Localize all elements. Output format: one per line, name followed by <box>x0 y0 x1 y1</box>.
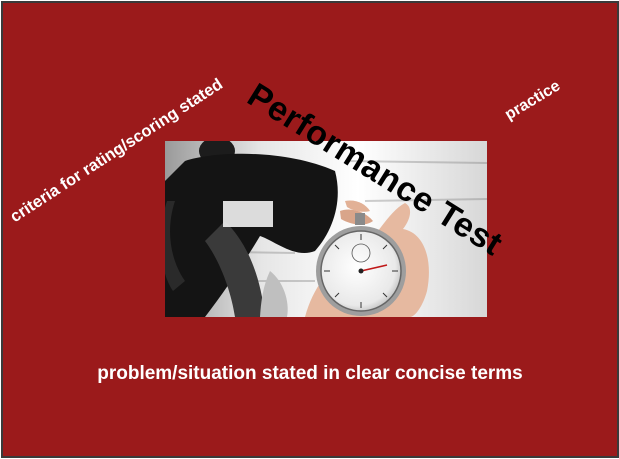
photo-illustration <box>165 141 487 317</box>
problem-statement-text: problem/situation stated in clear concis… <box>97 363 523 384</box>
runner-figure <box>165 141 338 317</box>
practice-label: practice <box>502 77 564 124</box>
stopwatch <box>316 213 406 316</box>
runner-stopwatch-photo <box>165 141 487 317</box>
